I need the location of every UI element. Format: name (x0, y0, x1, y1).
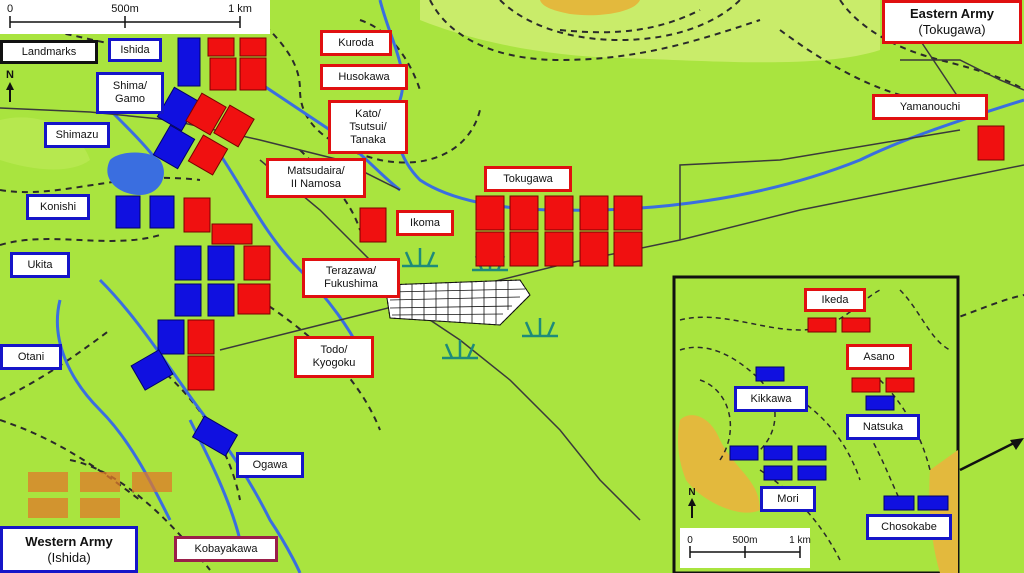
label-kuroda: Kuroda (320, 30, 392, 56)
eastern-army-box: Eastern Army (Tokugawa) (882, 0, 1022, 44)
label-mori: Mori (760, 486, 816, 512)
label-husokawa: Husokawa (320, 64, 408, 90)
scale-top-tick-1: 500m (111, 3, 139, 15)
eastern-army-title: Eastern Army (909, 6, 995, 21)
label-ikoma: Ikoma (396, 210, 454, 236)
scale-inset-tick-1: 500m (732, 535, 757, 546)
label-yamanouchi: Yamanouchi (872, 94, 988, 120)
north-arrow-icon: N (6, 69, 14, 102)
label-natsuka: Natsuka (846, 414, 920, 440)
scale-top-tick-2: 1 km (228, 3, 252, 15)
north-label: N (6, 69, 14, 81)
scale-bar-top: 0 500m 1 km (0, 0, 270, 34)
western-army-box: Western Army (Ishida) (0, 526, 138, 573)
eastern-army-sub: (Tokugawa) (918, 22, 986, 37)
label-otani: Otani (0, 344, 62, 370)
label-matsudaira-ii-namosa: Matsudaira/ II Namosa (266, 158, 366, 198)
label-ogawa: Ogawa (236, 452, 304, 478)
western-army-sub: (Ishida) (47, 549, 91, 565)
label-chosokabe: Chosokabe (866, 514, 952, 540)
label-kato-tsutsui-tanaka: Kato/ Tsutsui/ Tanaka (328, 100, 408, 154)
label-kikkawa: Kikkawa (734, 386, 808, 412)
label-shima-gamo: Shima/ Gamo (96, 72, 164, 114)
label-ukita: Ukita (10, 252, 70, 278)
western-army-units (115, 37, 239, 457)
peak-area (540, 0, 640, 16)
landmarks-label: Landmarks (0, 40, 98, 64)
kobayakawa-units (28, 472, 172, 518)
lake (107, 152, 164, 195)
north-inset-label: N (688, 487, 695, 498)
label-shimazu: Shimazu (44, 122, 110, 148)
eastern-army-units (183, 37, 1005, 391)
label-kobayakawa: Kobayakawa (174, 536, 278, 562)
label-todo-kyogoku: Todo/ Kyogoku (294, 336, 374, 378)
label-terazawa-fukushima: Terazawa/ Fukushima (302, 258, 400, 298)
label-ishida: Ishida (108, 38, 162, 62)
scale-inset-tick-2: 1 km (789, 535, 811, 546)
scale-inset-tick-0: 0 (687, 535, 693, 546)
direction-arrow-icon (959, 438, 1024, 472)
label-asano: Asano (846, 344, 912, 370)
village (384, 279, 531, 326)
scale-top-tick-0: 0 (7, 3, 13, 15)
label-konishi: Konishi (26, 194, 90, 220)
label-ikeda: Ikeda (804, 288, 866, 312)
north-arrow-inset-icon: N (688, 487, 696, 518)
label-tokugawa: Tokugawa (484, 166, 572, 192)
highland-area (420, 0, 880, 63)
western-army-title: Western Army (25, 533, 113, 549)
marsh-icons (402, 248, 558, 360)
